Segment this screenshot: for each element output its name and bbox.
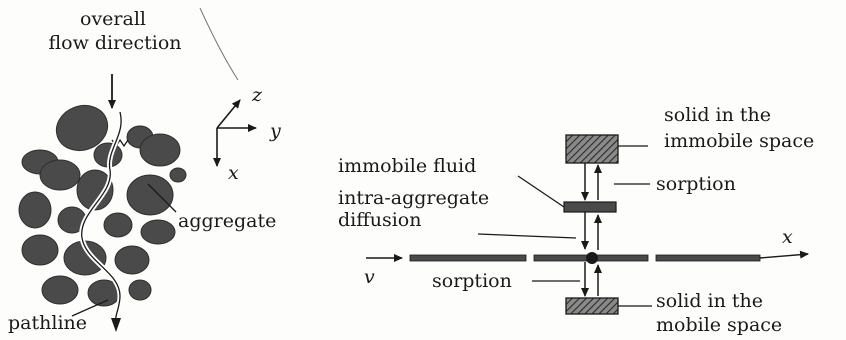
aggregate-blob: [128, 279, 152, 301]
immobile-fluid-bar: [563, 201, 617, 213]
aggregate-blob: [21, 234, 59, 266]
solid-immobile-box: [565, 134, 619, 164]
stray-curve: [199, 7, 239, 81]
aggregate-blob: [114, 245, 150, 275]
solid-mobile-label-line2: mobile space: [656, 314, 783, 336]
aggregate-blob: [41, 275, 79, 305]
aggregate-blob: [126, 174, 174, 216]
mobile-bar-1: [409, 254, 527, 262]
immobile-fluid-leader: [517, 175, 565, 208]
aggregate-blob: [103, 212, 133, 238]
solid-immobile-label-line1: solid in the: [664, 104, 772, 126]
aggregate-blob: [18, 191, 52, 229]
pathline-arrowhead: [111, 318, 121, 332]
aggregate-blob: [169, 167, 187, 183]
aggregate-leader: [147, 183, 177, 213]
solid-immobile-label-line2: immobile space: [664, 130, 815, 152]
velocity-label: v: [364, 266, 375, 288]
y-axis-label: y: [270, 120, 281, 142]
pathline-curve-ink: [81, 111, 122, 325]
aggregate-blob: [140, 219, 176, 245]
x-flow-arrow: [759, 250, 809, 259]
diffusion-label-line1: intra-aggregate: [338, 187, 490, 209]
solid-mobile-label-line1: solid in the: [656, 290, 764, 312]
mobile-bar-3: [655, 254, 761, 262]
immobile-fluid-label: immobile fluid: [338, 155, 477, 177]
pathline-label: pathline: [8, 312, 87, 334]
flow-label-line2: flow direction: [48, 32, 182, 54]
sorption-lower-label: sorption: [432, 270, 512, 292]
x-axis-label: x: [228, 162, 239, 184]
aggregate-label: aggregate: [178, 210, 277, 232]
sorption-upper-label: sorption: [656, 173, 736, 195]
coordinate-axes: [213, 99, 257, 167]
flow-label-line1: overall: [80, 8, 146, 30]
x-flow-label: x: [782, 226, 793, 248]
mobile-node: [586, 252, 598, 264]
aggregate-blob: [55, 104, 109, 152]
z-axis-label: z: [252, 84, 263, 106]
aggregate-blob: [76, 169, 114, 211]
aggregate-blob: [139, 133, 181, 167]
solid-mobile-box: [565, 297, 619, 315]
aggregate-blob: [39, 159, 81, 191]
diffusion-leader: [477, 233, 577, 239]
z-axis-arrow: [216, 99, 241, 129]
aggregate-cluster: [18, 104, 187, 307]
pathline-leader: [71, 299, 109, 317]
diffusion-label-line2: diffusion: [338, 209, 422, 231]
